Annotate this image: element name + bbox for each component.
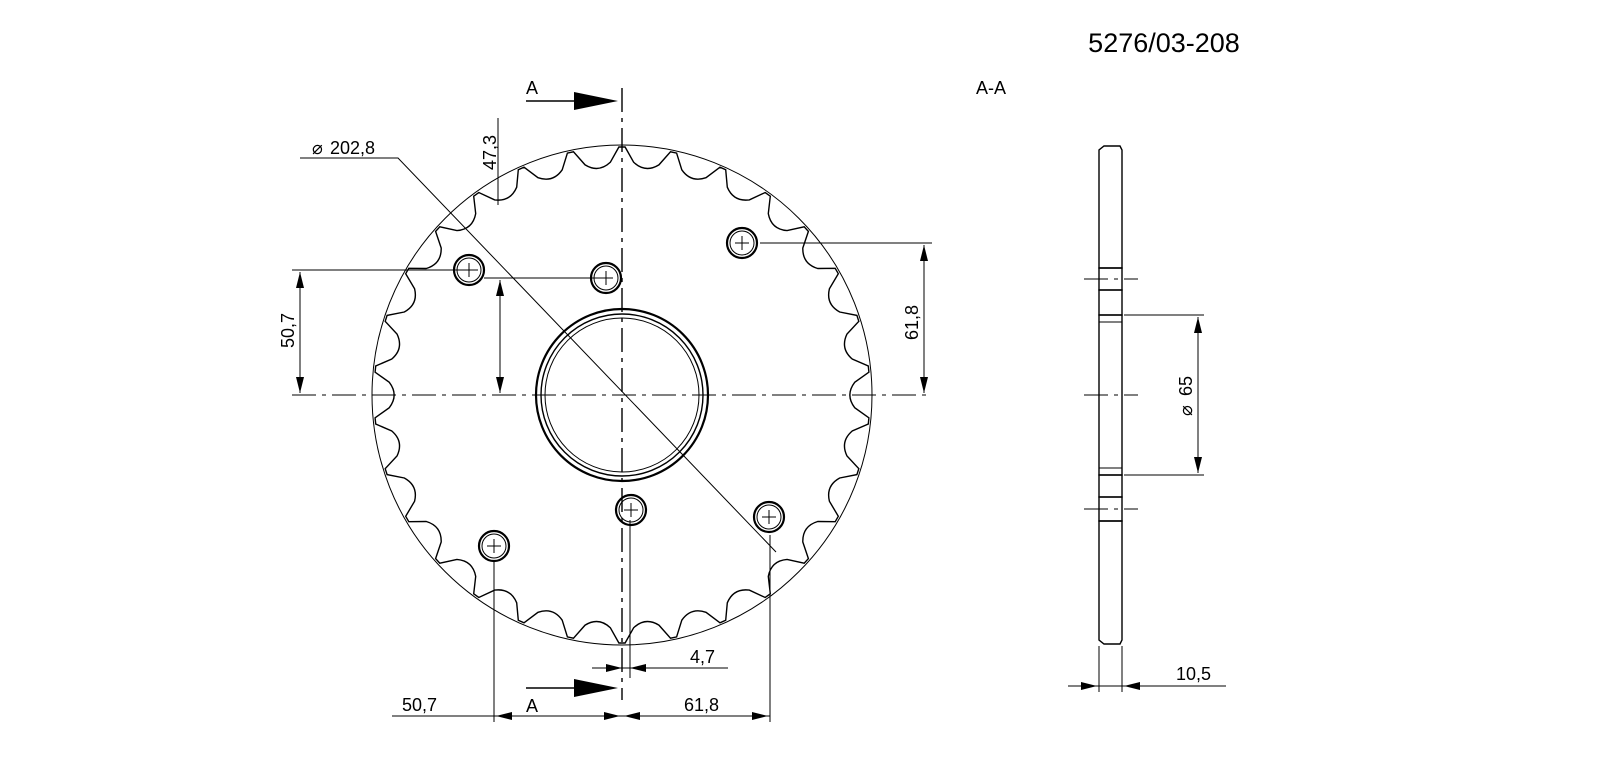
bottom-left-dim-label: 50,7	[402, 695, 437, 715]
bottom-right-dim-label: 61,8	[684, 695, 719, 715]
arrow-up-icon	[1194, 317, 1202, 333]
section-upper-body	[1098, 145, 1123, 269]
crosshair-icon	[735, 236, 749, 250]
bore-diameter-label: 65	[1176, 376, 1196, 396]
mounting-hole	[752, 500, 786, 534]
section-lower-body	[1098, 520, 1123, 645]
sprocket-outline	[374, 146, 870, 644]
arrow-up-icon	[296, 272, 304, 288]
hole-outer-circle	[752, 500, 786, 534]
mounting-hole	[614, 493, 648, 527]
section-marker-top: A	[526, 78, 538, 98]
mounting-hole	[477, 529, 511, 563]
arrow-left-icon	[630, 664, 646, 672]
hole-outer-circle	[725, 226, 759, 260]
hole-outer-circle	[614, 493, 648, 527]
arrow-left-icon	[1124, 682, 1140, 690]
crosshair-icon	[624, 503, 638, 517]
hole-inner-circle	[756, 504, 782, 530]
arrow-right-icon	[574, 92, 618, 110]
arrow-right-icon	[606, 664, 622, 672]
hole-inner-circle	[729, 230, 755, 256]
arrow-right-icon	[604, 712, 620, 720]
left-vertical-dim-label: 50,7	[278, 313, 298, 348]
crosshair-icon	[762, 510, 776, 524]
section-upper-hatch	[1098, 289, 1123, 316]
arrow-up-icon	[496, 280, 504, 296]
diameter-symbol-top: ⌀	[312, 138, 323, 158]
arrow-down-icon	[296, 377, 304, 393]
part-number: 5276/03-208	[1088, 28, 1240, 58]
arrow-up-icon	[920, 245, 928, 261]
diameter-leader	[300, 157, 777, 553]
arrow-right-icon	[574, 679, 618, 697]
hole-inner-circle	[481, 533, 507, 559]
outer-diameter-label: 202,8	[330, 138, 375, 158]
crosshair-icon	[487, 539, 501, 553]
diameter-symbol-bore: ⌀	[1176, 405, 1196, 416]
arrow-down-icon	[1194, 457, 1202, 473]
section-lower-hatch	[1098, 474, 1123, 498]
arrow-left-icon	[496, 712, 512, 720]
arrow-left-icon	[624, 712, 640, 720]
mounting-hole	[725, 226, 759, 260]
arrow-right-icon	[752, 712, 768, 720]
front-view: ⌀ 202,8 47,3 50,7 61,8 4,7	[278, 78, 932, 722]
arrow-down-icon	[920, 377, 928, 393]
hole-inner-circle	[618, 497, 644, 523]
arrow-down-icon	[496, 377, 504, 393]
arrow-right-icon	[1081, 682, 1097, 690]
right-vertical-dim-label: 61,8	[902, 305, 922, 340]
tooth-height-label: 47,3	[480, 135, 500, 170]
thickness-label: 10,5	[1176, 664, 1211, 684]
small-offset-label: 4,7	[690, 647, 715, 667]
section-view: ⌀ 65 10,5	[1068, 145, 1226, 692]
section-marker-bottom: A	[526, 696, 538, 716]
section-label: A-A	[976, 78, 1006, 98]
